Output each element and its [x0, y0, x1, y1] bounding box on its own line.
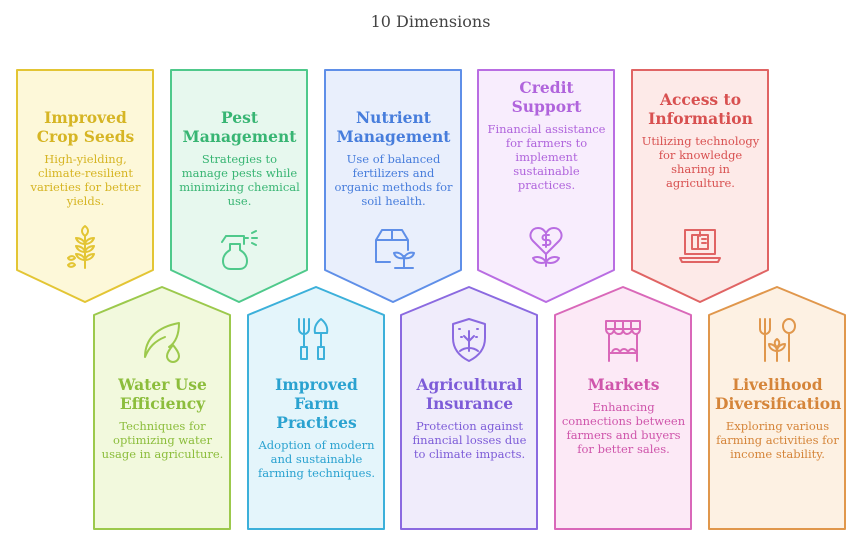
- card-title: Markets: [587, 375, 660, 394]
- fork-plant-spoon-icon: [759, 318, 796, 362]
- fertilizer-box-plant-icon: [375, 229, 415, 269]
- icon-path: [298, 318, 329, 360]
- card-shape: [708, 286, 846, 530]
- card-shape: [400, 286, 538, 530]
- card-title: Access to Information: [648, 90, 753, 128]
- card-title: Improved Crop Seeds: [36, 108, 135, 146]
- shield-plant-icon: [452, 318, 486, 362]
- icon-path: [452, 318, 486, 362]
- card-description: Techniques for optimizing water usage in…: [101, 419, 224, 461]
- icon-path: [679, 229, 721, 263]
- leaf-water-drop-icon: [144, 322, 180, 363]
- card-description: Adoption of modern and sustainable farmi…: [257, 438, 376, 480]
- icon-path: [67, 225, 95, 269]
- card-shape: [477, 69, 615, 303]
- card-outline: [170, 69, 308, 303]
- wheat-icon: [67, 225, 95, 269]
- card-title: Credit Support: [511, 78, 582, 116]
- card-description: Strategies to manage pests while minimiz…: [179, 152, 300, 208]
- card-description: Use of balanced fertilizers and organic …: [334, 152, 453, 208]
- card-title: Improved Farm Practices: [275, 375, 358, 432]
- card-outline: [324, 69, 462, 303]
- card-title: Pest Management: [182, 108, 297, 146]
- card-shape: [247, 286, 385, 530]
- icon-path: [759, 318, 796, 362]
- card-shape: [170, 69, 308, 303]
- card-outline: [554, 286, 692, 530]
- icon-path: [375, 229, 415, 269]
- icon-path: [221, 230, 258, 270]
- card-outline: [631, 69, 769, 303]
- card-outline: [93, 286, 231, 530]
- card-outline: [400, 286, 538, 530]
- heart-dollar-plant-icon: [529, 227, 563, 267]
- market-stall-icon: [605, 320, 641, 362]
- card-description: High-yielding, climate-resilient varieti…: [30, 152, 141, 208]
- card-outline: [708, 286, 846, 530]
- infographic-title: 10 Dimensions: [370, 12, 491, 31]
- card-description: Enhancing connections between farmers an…: [561, 400, 686, 456]
- card-title: Water Use Efficiency: [118, 375, 207, 413]
- card-description: Exploring various farming activities for…: [716, 419, 839, 461]
- icon-path: [144, 322, 180, 363]
- card-outline: [16, 69, 154, 303]
- card-description: Utilizing technology for knowledge shari…: [641, 134, 760, 190]
- card-outline: [247, 286, 385, 530]
- card-shape: [16, 69, 154, 303]
- card-title: Livelihood Diversification: [715, 375, 842, 413]
- icon-path: [605, 320, 641, 362]
- card-outline: [477, 69, 615, 303]
- card-shape: [93, 286, 231, 530]
- card-description: Protection against financial losses due …: [412, 419, 527, 461]
- icon-path: [529, 227, 563, 267]
- card-title: Agricultural Insurance: [416, 375, 523, 413]
- card-shape: [631, 69, 769, 303]
- spray-bottle-icon: [221, 230, 258, 270]
- card-shape: [324, 69, 462, 303]
- fork-trowel-icon: [298, 318, 329, 360]
- card-description: Financial assistance for farmers to impl…: [487, 122, 606, 192]
- card-shape: [554, 286, 692, 530]
- laptop-book-icon: [679, 229, 721, 263]
- card-title: Nutrient Management: [336, 108, 451, 146]
